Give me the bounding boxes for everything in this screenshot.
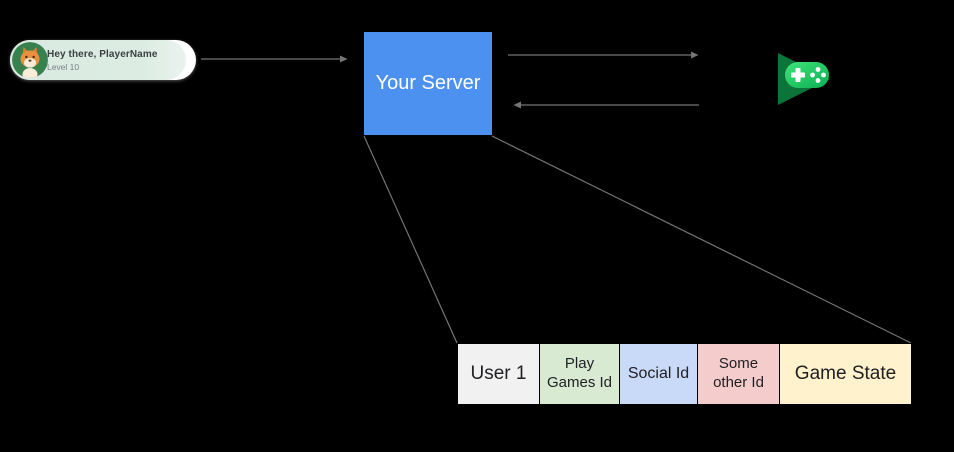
gamepad-button-right (821, 72, 826, 78)
table-cell-social-id: Social Id (619, 343, 698, 405)
table-cell-game-state: Game State (779, 343, 912, 405)
player-greeting-text: Hey there, PlayerName (47, 48, 158, 60)
arrowhead-games-to-server (513, 101, 521, 109)
dpad-vertical (795, 68, 801, 82)
arrowhead-server-to-games (691, 51, 699, 59)
server-label: Your Server (375, 72, 481, 94)
fox-avatar-icon (12, 42, 48, 78)
table-cell-play-games-id: Play Games Id (539, 343, 620, 405)
funnel-line-right (491, 135, 912, 344)
arrowhead-card-to-server (340, 55, 348, 63)
funnel-line-left (363, 135, 458, 344)
table-cell-some-other-id: Some other Id (697, 343, 780, 405)
your-server-box: Your Server (364, 32, 492, 135)
player-level-text: Level 10 (47, 61, 80, 72)
gamepad-button-bottom (815, 78, 821, 83)
gamepad-button-left (810, 72, 815, 78)
player-greeting-card: Hey there, PlayerName Level 10 (10, 40, 196, 80)
user-record-table: User 1 Play Games Id Social Id Some othe… (457, 343, 912, 405)
table-cell-user: User 1 (457, 343, 540, 405)
google-play-games-icon (778, 53, 830, 105)
gamepad-button-top (815, 67, 821, 72)
